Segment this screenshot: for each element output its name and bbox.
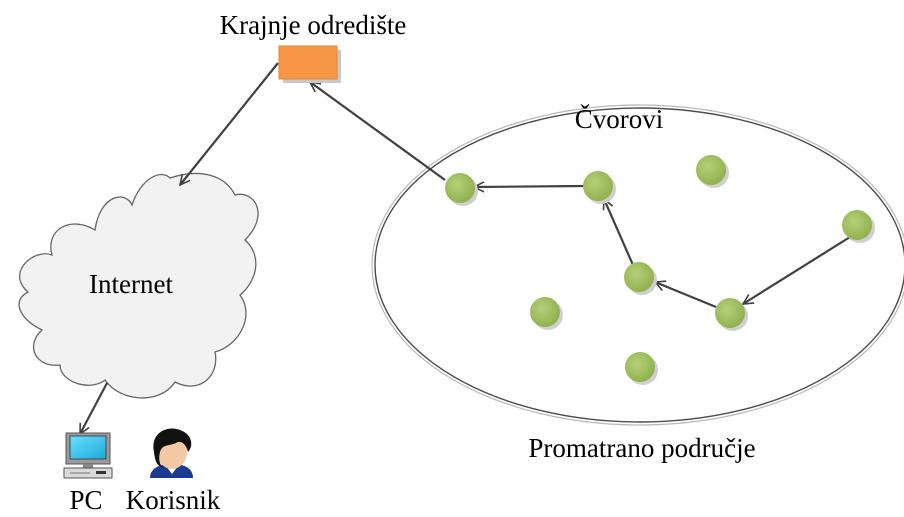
node-8	[625, 352, 658, 385]
destination-block	[278, 45, 341, 83]
node-2	[583, 171, 616, 204]
arrow-node-to-destination	[310, 82, 446, 181]
nodes-label: Čvorovi	[575, 104, 664, 134]
arrow-destination-to-internet	[180, 62, 279, 185]
arrow-node3-to-node1	[474, 186, 585, 187]
area-label: Promatrano područje	[528, 433, 755, 463]
arrow-internet-to-pc	[79, 382, 108, 434]
node-6	[715, 298, 748, 331]
destination-label: Krajnje odredište	[220, 10, 407, 40]
user-label: Korisnik	[126, 485, 221, 515]
arrow-node4-to-node6	[743, 236, 851, 304]
node-4	[842, 210, 875, 243]
user-icon	[150, 428, 193, 478]
pc-label: PC	[69, 485, 102, 515]
arrow-node6-to-node5	[655, 282, 717, 309]
pc-computer-icon	[63, 432, 113, 479]
observed-area	[371, 104, 904, 426]
internet-cloud	[18, 172, 259, 399]
sensor-nodes	[445, 155, 875, 385]
arrows	[79, 62, 851, 434]
node-3	[696, 155, 729, 188]
node-1	[445, 173, 478, 206]
arrow-node5-to-node3	[604, 199, 635, 266]
node-7	[530, 297, 563, 330]
node-5	[624, 262, 657, 295]
internet-label: Internet	[89, 269, 173, 299]
